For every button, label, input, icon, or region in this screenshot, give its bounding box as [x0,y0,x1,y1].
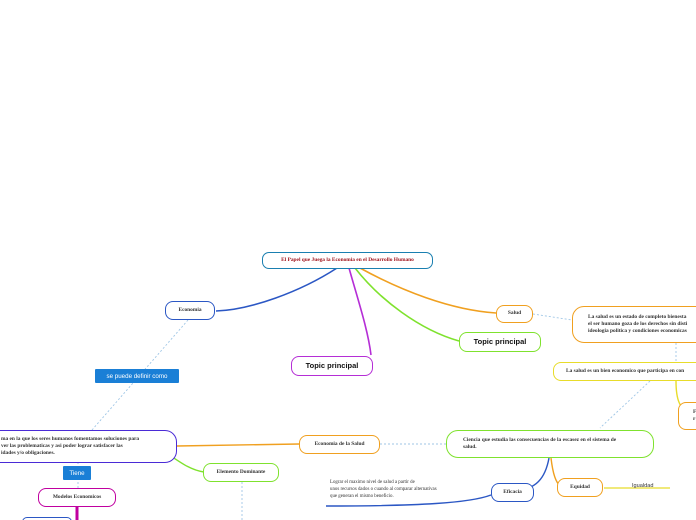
right-partial-line-1: F [693,408,696,415]
node-topic-right-label: Topic principal [473,336,527,346]
node-topic-principal-left[interactable]: Topic principal [291,356,373,376]
economia-def-line-3: idades y/o obligaciones. [1,450,55,457]
eficacia-desc-line-3: que generan el mismo beneficio. [330,494,394,500]
link-economia-salud-def [176,443,300,447]
node-salud[interactable]: Salud [496,305,533,323]
node-elemento-dominante[interactable]: Elemento Dominante [203,463,279,482]
salud-definicion-text: La salud es un estado de completo bienes… [588,314,687,336]
node-eficacia[interactable]: Eficacia [491,483,534,502]
node-economia-definicion[interactable]: ma en la que los seres humanos fomentamo… [0,430,177,463]
node-economia[interactable]: Economia [165,301,215,320]
ciencia-line-1: Ciencia que estudia las consecuencias de… [463,436,617,443]
economia-definicion-text: ma en la que los seres humanos fomentamo… [1,436,139,458]
eficacia-desc-line-2: unos recursos dados o cuando al comparar… [330,487,437,493]
node-salud-bien-economico[interactable]: La salud es un bien economico que partic… [553,362,696,381]
right-partial-line-2: r [693,416,696,422]
economia-salud-label: Economia de la Salud [314,440,365,447]
equidad-label: Equidad [570,483,590,490]
salud-def-line-2: el ser humano goza de los derechos sin d… [588,320,688,327]
node-economia-de-la-salud[interactable]: Economia de la Salud [299,435,380,454]
right-partial-text: F r [693,409,696,424]
link-central-topic-left [348,267,372,356]
tag-se-puede-definir-como[interactable]: se puede definir como [95,369,179,383]
link-salud-definicion [532,313,573,321]
link-bien-ciencia [599,380,651,429]
node-salud-definicion[interactable]: La salud es un estado de completo bienes… [572,306,696,343]
salud-def-line-3: ideologia politica y condiciones economi… [588,328,687,335]
tag-tiene[interactable]: Tiene [63,466,91,480]
node-topic-principal-right[interactable]: Topic principal [459,332,541,352]
link-eficacia-label [325,494,492,507]
eficacia-desc-line-1: Lograr el maximo nivel de salud a partir… [330,480,415,485]
economia-def-line-2: ver las problematicas y asi poder lograr… [1,442,123,449]
central-topic[interactable]: El Papel que Juega la Economia en el Des… [262,252,433,269]
salud-def-line-1: La salud es un estado de completo bienes… [588,313,687,320]
node-equidad[interactable]: Equidad [557,478,603,497]
ciencia-text: Ciencia que estudia las consecuencias de… [463,437,616,452]
node-ciencia[interactable]: Ciencia que estudia las consecuencias de… [446,430,654,458]
node-salud-label: Salud [507,310,522,317]
economia-def-line-1: ma en la que los seres humanos fomentamo… [1,435,140,442]
link-central-economia [215,267,338,312]
node-modelos-economicos[interactable]: Modelos Economicos [38,488,116,507]
central-topic-title: El Papel que Juega la Economia en el Des… [281,256,414,263]
label-eficacia-descripcion[interactable]: Lograr el maximo nivel de salud a partir… [330,479,437,500]
node-topic-left-label: Topic principal [305,360,359,370]
eficacia-label: Eficacia [503,488,522,495]
link-central-topic-right [354,267,460,342]
node-right-partial[interactable]: F r [678,402,696,430]
elemento-label: Elemento Dominante [216,468,266,475]
node-economia-label: Economia [178,306,202,313]
salud-bien-label: La salud es un bien economico que partic… [566,367,685,374]
link-central-salud [359,267,497,314]
ciencia-line-2: salud. [463,444,477,450]
label-igualdad[interactable]: Igualdad [632,483,654,489]
modelos-label: Modelos Economicos [52,493,102,500]
